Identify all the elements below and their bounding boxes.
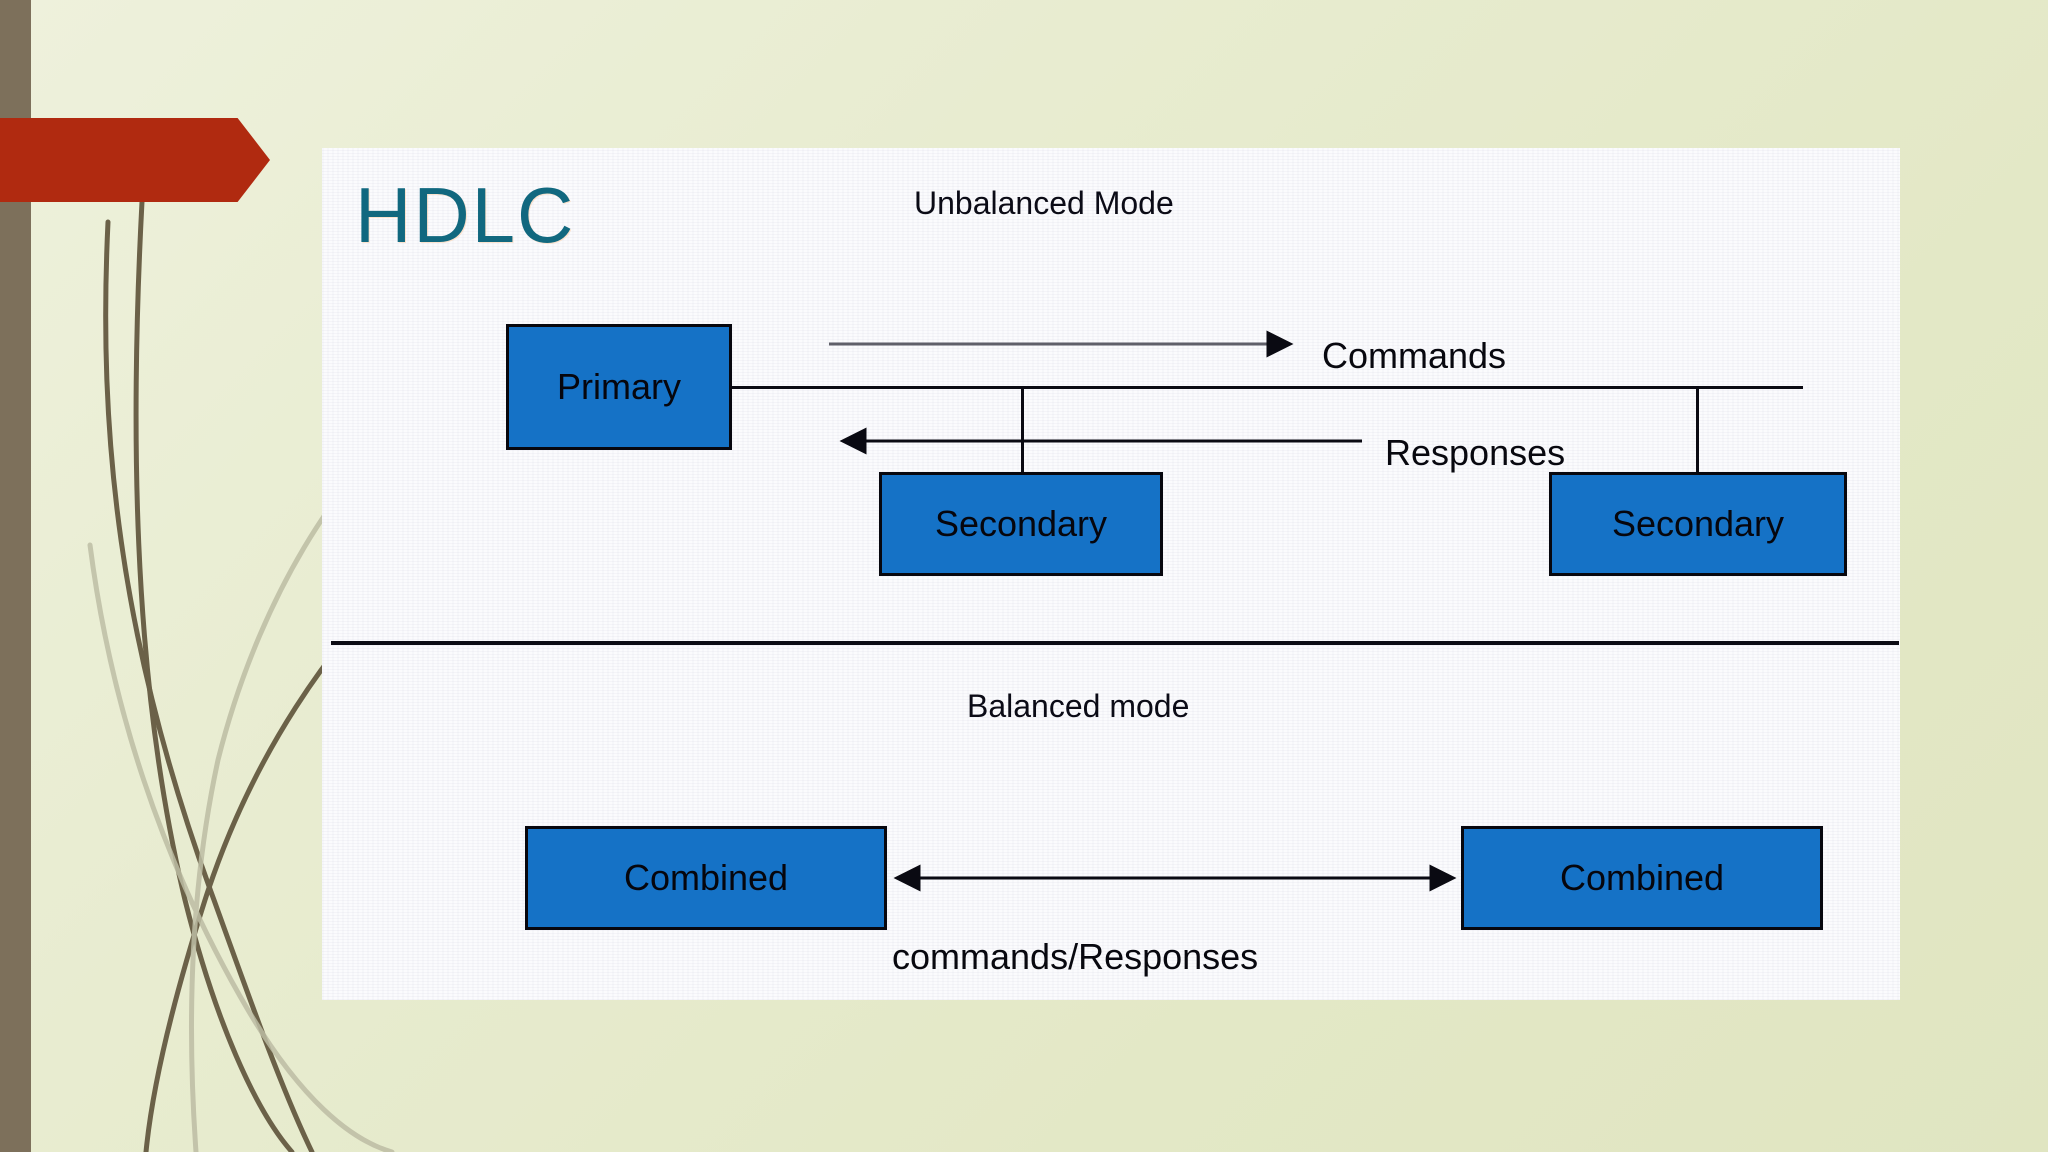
section-heading-balanced: Balanced mode [967,688,1190,724]
drop-line-secondary-1 [1021,386,1024,474]
node-secondary-2[interactable]: Secondary [1549,472,1847,576]
bus-line-horizontal [732,386,1803,389]
node-combined-2[interactable]: Combined [1461,826,1823,930]
accent-chevron-banner [0,118,270,202]
drop-line-secondary-2 [1696,386,1699,474]
label-commands-responses: commands/Responses [892,936,1259,977]
node-primary[interactable]: Primary [506,324,732,450]
section-heading-unbalanced: Unbalanced Mode [914,185,1174,221]
label-responses: Responses [1385,432,1566,473]
arrow-layer [829,330,1457,892]
node-combined-1[interactable]: Combined [525,826,887,930]
page-title: HDLC [355,171,576,259]
content-panel: HDLC Unbalanced Mode [322,148,1900,1000]
label-commands: Commands [1322,335,1507,376]
node-secondary-1[interactable]: Secondary [879,472,1163,576]
section-divider [331,641,1899,645]
